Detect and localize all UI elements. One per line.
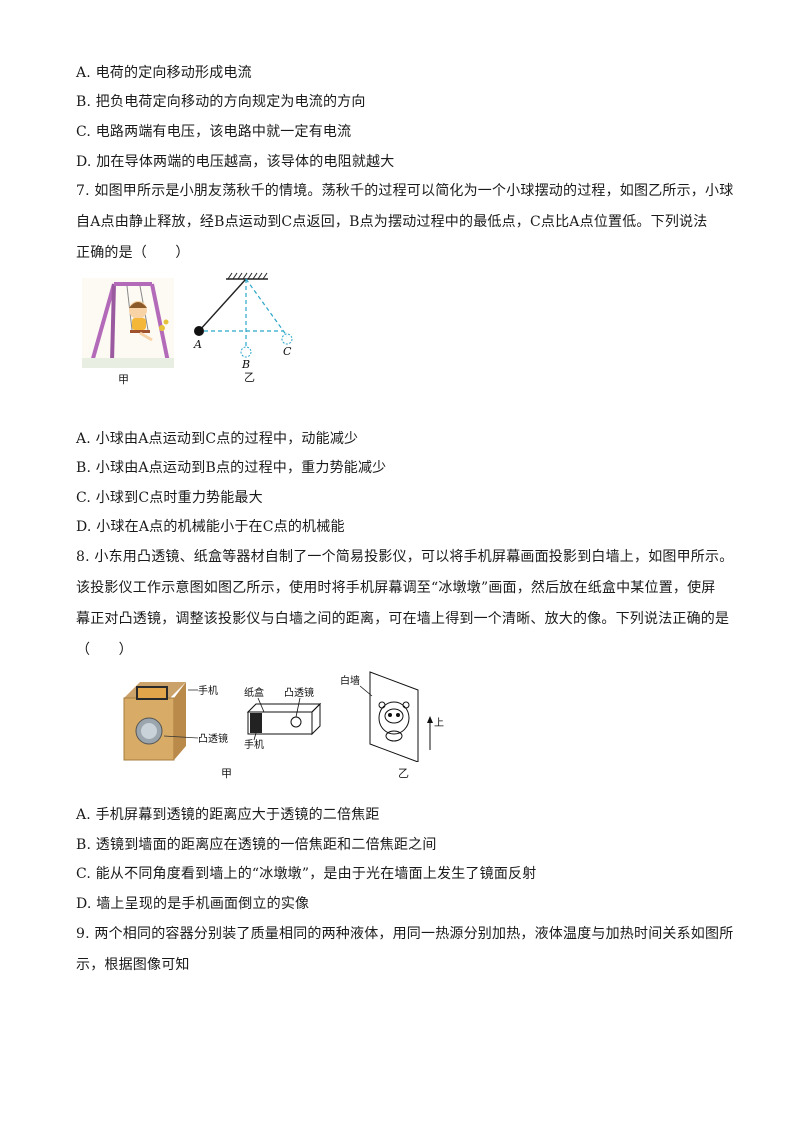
label-point-c: C bbox=[283, 345, 292, 358]
q7-stem-line-1: 7. 如图甲所示是小朋友荡秋千的情境。荡秋千的过程可以简化为一个小球摆动的过程，… bbox=[76, 183, 734, 199]
q8-figure-yi-box: 纸盒 凸透镜 手机 bbox=[238, 682, 328, 752]
label-lens: 凸透镜 bbox=[198, 732, 228, 745]
label-box: 纸盒 bbox=[244, 686, 264, 699]
projector-photo: 手机 凸透镜 bbox=[118, 676, 232, 764]
q9-stem-line-1: 9. 两个相同的容器分别装了质量相同的两种液体，用同一热源分别加热，液体温度与加… bbox=[76, 926, 734, 942]
q8-stem-line-1: 8. 小东用凸透镜、纸盒等器材自制了一个简易投影仪，可以将手机屏幕画面投影到白墙… bbox=[76, 549, 734, 565]
q7-option-d: D. 小球在A点的机械能小于在C点的机械能 bbox=[76, 519, 345, 535]
q8-caption-jia: 甲 bbox=[221, 767, 232, 780]
q9-stem-line-2: 示，根据图像可知 bbox=[76, 957, 190, 973]
q6-option-d: D. 加在导体两端的电压越高，该导体的电阻就越大 bbox=[76, 154, 395, 170]
q8-figure-jia: 手机 凸透镜 bbox=[118, 676, 232, 764]
q8-option-c: C. 能从不同角度看到墙上的“冰墩墩”，是由于光在墙面上发生了镜面反射 bbox=[76, 866, 537, 882]
q8-caption-yi: 乙 bbox=[398, 767, 409, 780]
q7-caption-yi: 乙 bbox=[244, 371, 255, 384]
label-phone: 手机 bbox=[198, 684, 218, 697]
q7-figure-yi: A B C bbox=[186, 270, 306, 382]
q8-stem-line-4: （ ） bbox=[76, 642, 133, 658]
label-up: 上 bbox=[434, 717, 444, 729]
q8-stem-line-2: 该投影仪工作示意图如图乙所示，使用时将手机屏幕调至“冰墩墩”画面，然后放在纸盒中… bbox=[76, 580, 716, 596]
q8-option-a: A. 手机屏幕到透镜的距离应大于透镜的二倍焦距 bbox=[76, 807, 380, 823]
q7-option-b: B. 小球由A点运动到B点的过程中，重力势能减少 bbox=[76, 460, 387, 476]
label-wall: 白墙 bbox=[340, 674, 360, 687]
q8-option-d: D. 墙上呈现的是手机画面倒立的实像 bbox=[76, 896, 310, 912]
projector-schematic: 纸盒 凸透镜 手机 bbox=[244, 686, 322, 751]
q8-option-b: B. 透镜到墙面的距离应在透镜的一倍焦距和二倍焦距之间 bbox=[76, 837, 437, 853]
q7-caption-jia: 甲 bbox=[118, 373, 129, 386]
q8-stem-line-3: 幕正对凸透镜，调整该投影仪与白墙之间的距离，可在墙上得到一个清晰、放大的像。下列… bbox=[76, 611, 730, 627]
swing-illustration bbox=[82, 278, 174, 368]
q7-figure-jia bbox=[82, 278, 174, 368]
q7-option-a: A. 小球由A点运动到C点的过程中，动能减少 bbox=[76, 431, 359, 447]
q7-stem-line-2: 自A点由静止释放，经B点运动到C点返回，B点为摆动过程中的最低点，C点比A点位置… bbox=[76, 214, 708, 230]
q6-option-c: C. 电路两端有电压，该电路中就一定有电流 bbox=[76, 124, 352, 140]
q6-option-a: A. 电荷的定向移动形成电流 bbox=[76, 65, 252, 81]
label-point-a: A bbox=[193, 338, 202, 351]
label-point-b: B bbox=[241, 358, 250, 371]
pendulum-diagram: A B C bbox=[193, 272, 293, 371]
label-lens-2: 凸透镜 bbox=[284, 686, 314, 699]
q7-option-c: C. 小球到C点时重力势能最大 bbox=[76, 490, 263, 506]
q7-stem-line-3: 正确的是（ ） bbox=[76, 245, 190, 261]
q8-figure-yi-wall: 白墙 上 bbox=[338, 670, 448, 763]
label-phone-2: 手机 bbox=[244, 738, 264, 751]
q6-option-b: B. 把负电荷定向移动的方向规定为电流的方向 bbox=[76, 94, 366, 110]
wall-image: 白墙 上 bbox=[340, 671, 444, 763]
